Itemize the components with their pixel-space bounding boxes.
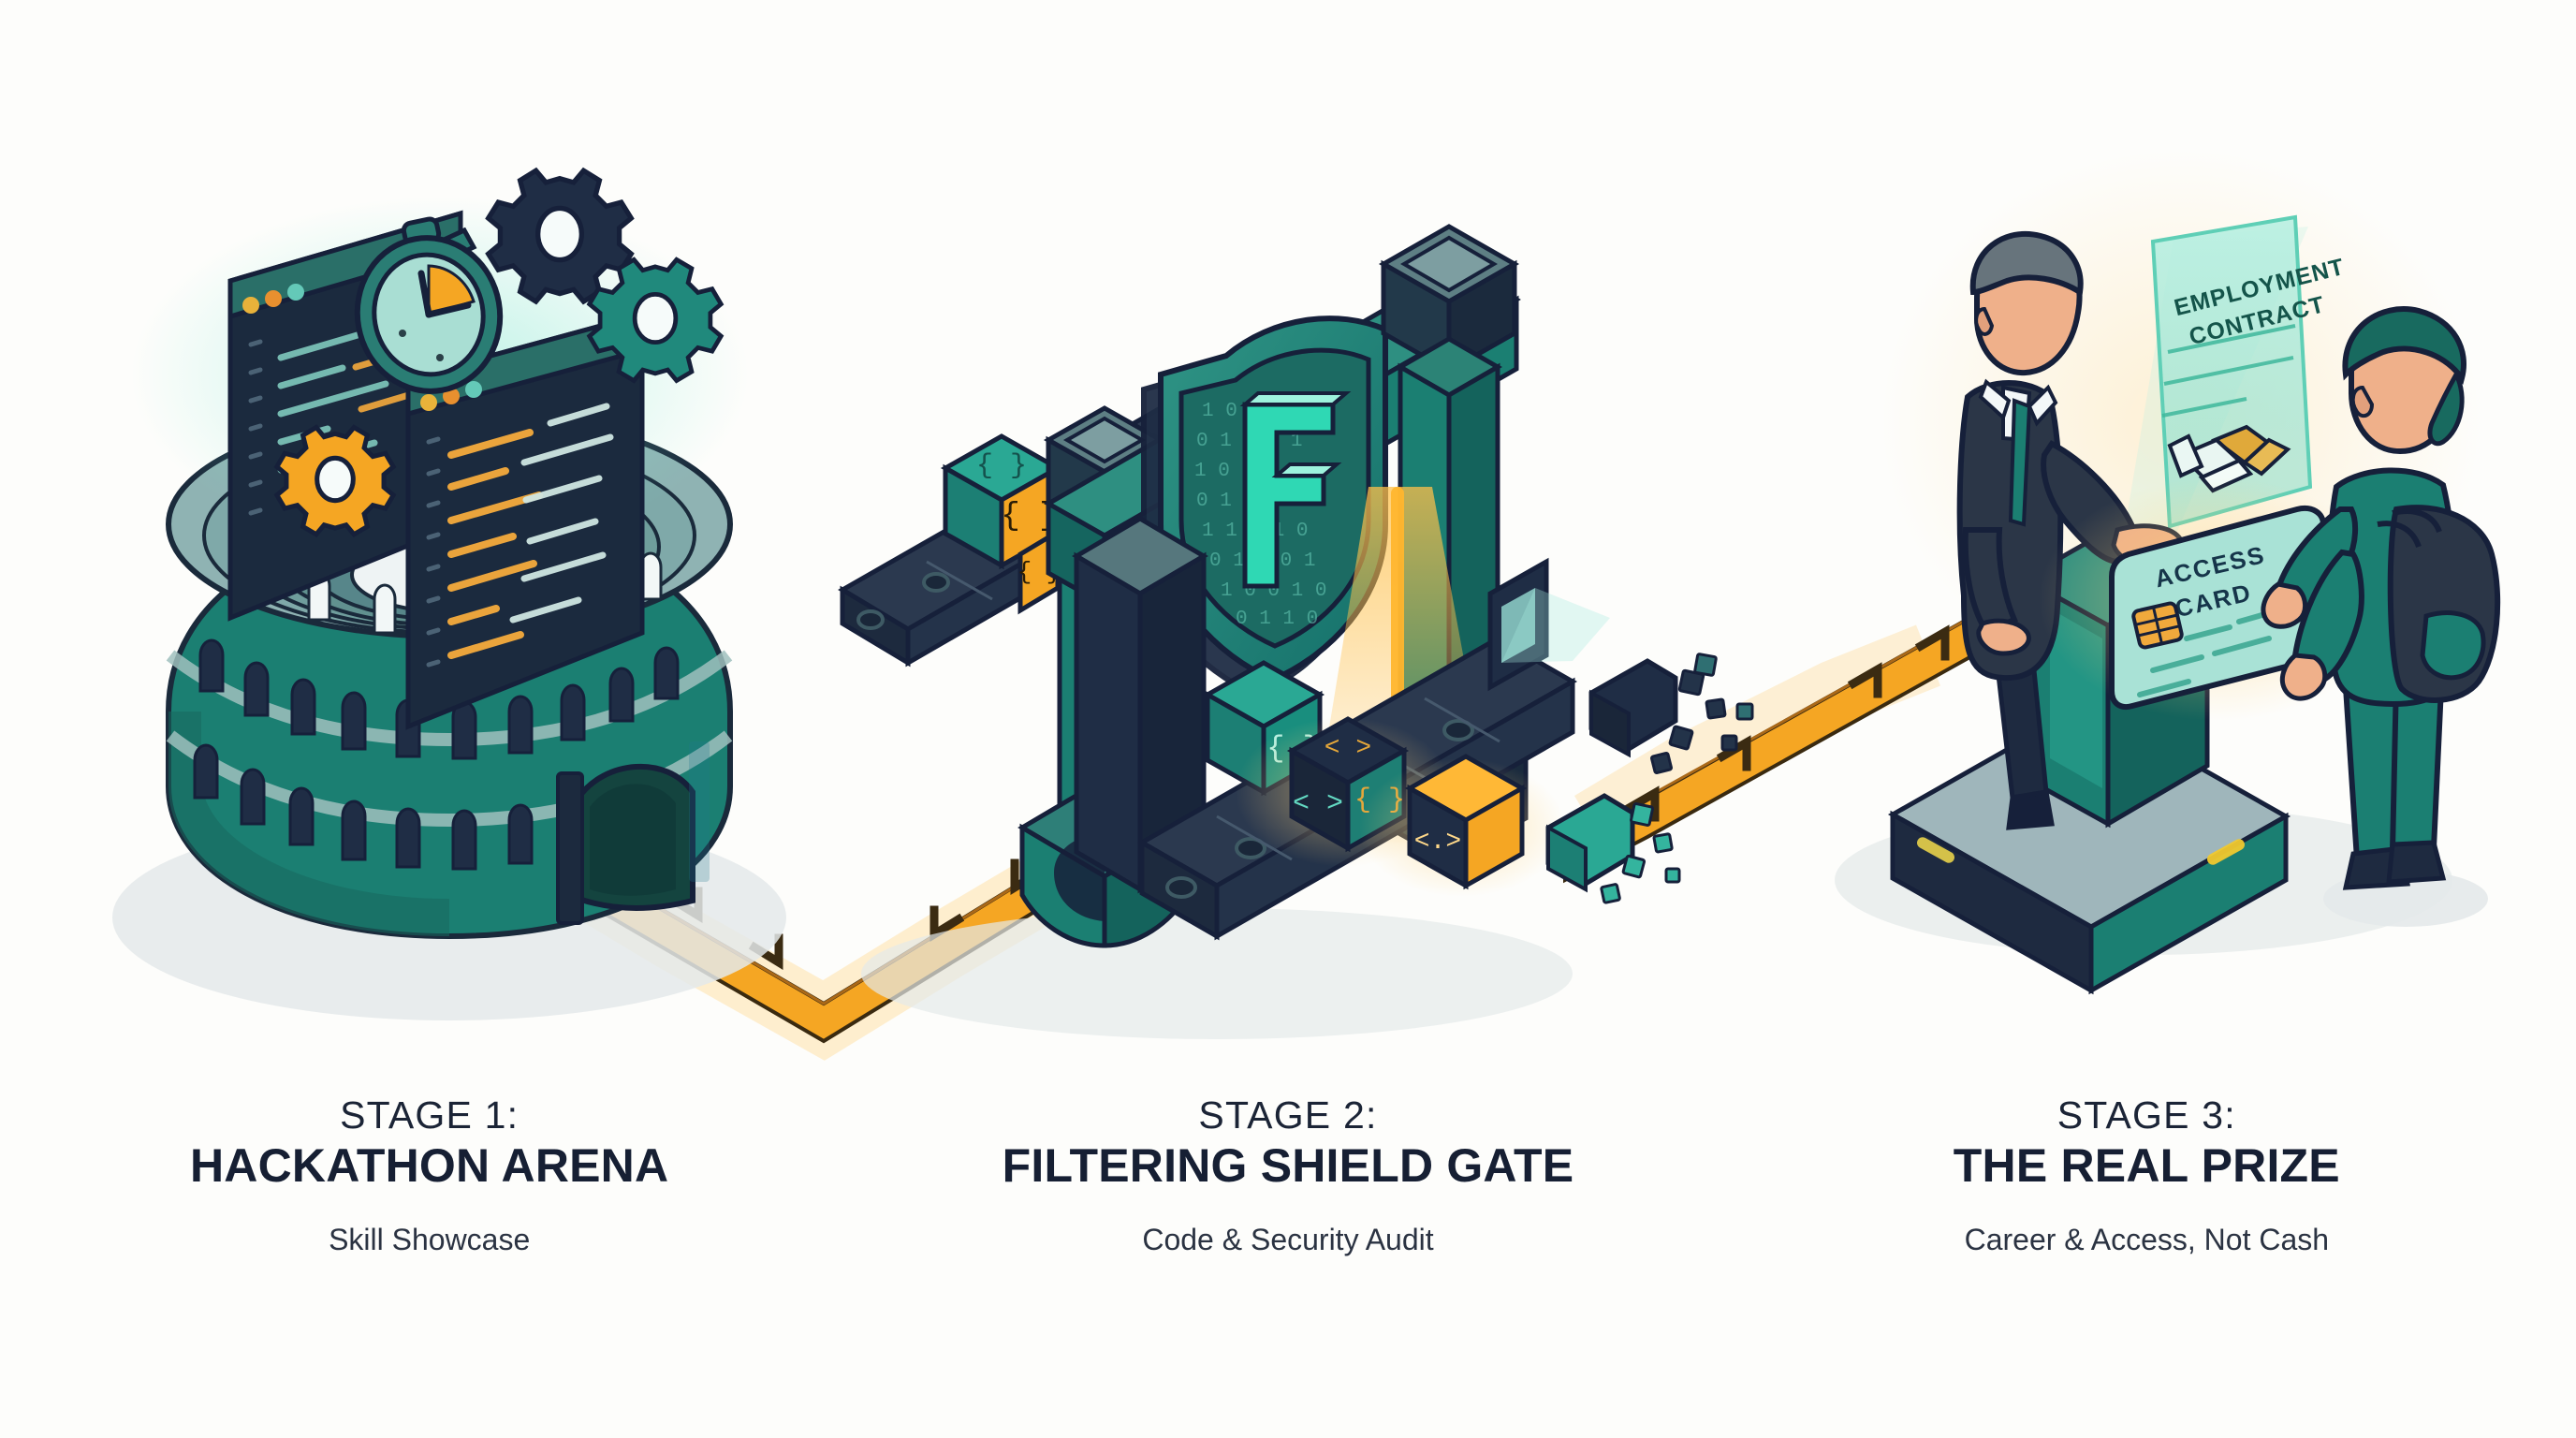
stage-labels: STAGE 1: HACKATHON ARENA Skill Showcase …	[0, 1093, 2576, 1283]
shield-icon: 1 0 0 1 0 0 1 1 0 1 1 0 0 1 1 0 1 0 0 1 …	[1141, 315, 1388, 698]
gear-icon	[586, 257, 724, 384]
stage-2-subtitle: Code & Security Audit	[1142, 1222, 1434, 1256]
stage-3-label-group: STAGE 3: THE REAL PRIZE Career & Access,…	[1718, 1093, 2576, 1283]
stage-2-illustration: { } { } { }	[838, 224, 1754, 1039]
disintegrating-cube	[1545, 793, 1681, 904]
stage-1-illustration	[112, 167, 786, 1020]
stage-1-subtitle: Skill Showcase	[329, 1222, 531, 1256]
stage-3-illustration: EMPLOYMENT CONTRACT	[1835, 150, 2501, 995]
code-cube: { } { }	[940, 433, 1063, 570]
svg-text:< >: < >	[1293, 788, 1343, 820]
stage-3-subtitle: Career & Access, Not Cash	[1964, 1222, 2330, 1256]
stage-1-kicker: STAGE 1:	[340, 1093, 520, 1137]
stopwatch-icon	[354, 216, 504, 394]
gear-icon	[485, 167, 635, 305]
arena-arches-upper	[198, 638, 680, 760]
scanner-panel	[1487, 557, 1610, 692]
podium-light	[1917, 837, 1954, 863]
svg-text:0 1 1 0: 0 1 1 0	[1236, 609, 1318, 630]
svg-text:<.>: <.>	[1414, 828, 1461, 857]
disintegrating-cube	[1588, 653, 1754, 774]
code-window	[405, 311, 645, 730]
podium-light	[2207, 839, 2245, 865]
window-dots	[242, 284, 304, 314]
code-lines	[426, 403, 614, 668]
svg-text:{ }: { }	[976, 450, 1027, 482]
stage-3-title: THE REAL PRIZE	[1953, 1139, 2340, 1193]
code-cube: <.>	[1359, 754, 1565, 897]
svg-text:< >: < >	[1325, 734, 1371, 763]
gate-pillar-inner	[1072, 516, 1208, 894]
developer-figure	[2261, 306, 2501, 927]
handshake-icon	[2167, 424, 2291, 493]
stage-3-kicker: STAGE 3:	[2056, 1093, 2236, 1137]
stage-1-label-group: STAGE 1: HACKATHON ARENA Skill Showcase	[0, 1093, 858, 1283]
stage-2-title: FILTERING SHIELD GATE	[1002, 1139, 1574, 1193]
stage-1-title: HACKATHON ARENA	[190, 1139, 669, 1193]
stage-2-label-group: STAGE 2: FILTERING SHIELD GATE Code & Se…	[858, 1093, 1717, 1283]
gear-icon	[273, 424, 397, 538]
shield-letter-f	[1239, 391, 1352, 589]
stage-2-kicker: STAGE 2:	[1198, 1093, 1378, 1137]
card-chip-icon	[2131, 601, 2184, 650]
